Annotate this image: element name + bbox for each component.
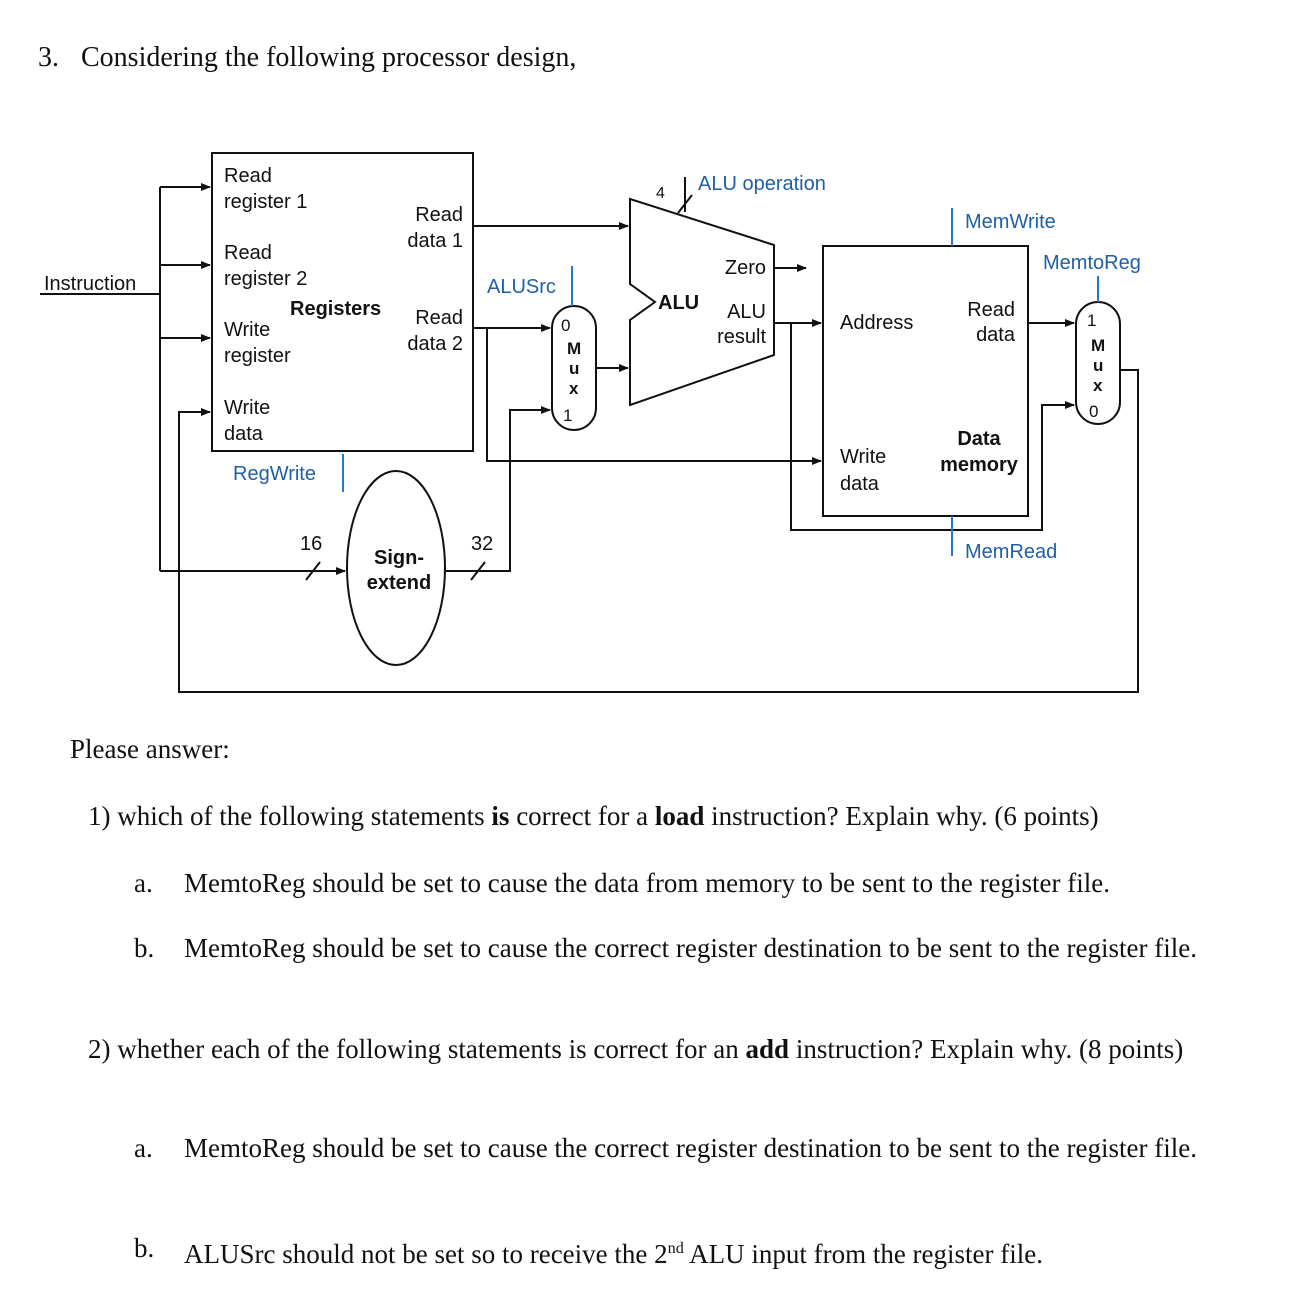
q2-option-b-superscript: nd (667, 1239, 684, 1257)
read-data-2-label: Read (415, 307, 463, 329)
q1-text-mid: correct for a (509, 801, 655, 831)
read-data-2-label-2: data 2 (407, 333, 463, 355)
bus-width-slash-32 (470, 561, 486, 581)
registers-title: Registers (290, 298, 381, 320)
q1-bold-load: load (654, 801, 705, 831)
mem-write-data-label-2: data (840, 473, 880, 495)
q1-option-b-letter: b. (134, 933, 155, 963)
mux1-u: u (569, 359, 579, 378)
mux2-x: x (1093, 376, 1103, 395)
mux1-input-1: 1 (563, 406, 572, 425)
q2-option-b-text-pre: ALUSrc should not be set so to receive t… (184, 1239, 668, 1269)
mux1-x: x (569, 379, 579, 398)
question-2: 2) whether each of the following stateme… (88, 1032, 1278, 1066)
write-register-label: Write (224, 319, 270, 341)
q2-option-b: b. ALUSrc should not be set so to receiv… (134, 1231, 1254, 1271)
q2-option-a-letter: a. (134, 1133, 153, 1163)
read-register-2-label: Read (224, 242, 272, 264)
q1-option-b-text: MemtoReg should be set to cause the corr… (184, 933, 1197, 963)
register-file-box (211, 152, 474, 452)
write-data-label-2: data (224, 423, 264, 445)
read-register-1-label-2: register 1 (224, 191, 307, 213)
mux1-input-0: 0 (561, 316, 570, 335)
regwrite-label: RegWrite (233, 463, 316, 485)
read-register-2-label-2: register 2 (224, 268, 307, 290)
q1-option-a-text: MemtoReg should be set to cause the data… (184, 868, 1111, 898)
q2-option-b-text: ALUSrc should not be set so to receive t… (184, 1231, 1254, 1271)
memtoreg-label: MemtoReg (1043, 252, 1141, 274)
read-data-1-label: Read (415, 204, 463, 226)
q2-option-b-letter: b. (134, 1233, 155, 1263)
read-register-1-label: Read (224, 165, 272, 187)
data-memory-title-2: memory (940, 454, 1019, 476)
q2-option-a: a. MemtoReg should be set to cause the c… (134, 1131, 1224, 1165)
alusrc-label: ALUSrc (487, 276, 556, 298)
write-register-label-2: register (224, 345, 291, 367)
mux2-input-1: 1 (1087, 311, 1096, 330)
memwrite-label: MemWrite (965, 211, 1056, 233)
q1-option-b: b. MemtoReg should be set to cause the c… (134, 931, 1224, 965)
question-number: 3. (38, 42, 59, 73)
wire-writeback (178, 369, 1139, 693)
wire-alu-result-bypass (790, 323, 1075, 531)
question-title: 3. Considering the following processor de… (38, 42, 576, 74)
processor-datapath-diagram: Instruction Read register 1 Read registe… (40, 152, 1141, 693)
data-memory-box (822, 245, 1029, 517)
q2-bold-add: add (745, 1034, 790, 1064)
alu-shape (629, 197, 775, 407)
q2-option-a-text: MemtoReg should be set to cause the corr… (184, 1133, 1197, 1163)
mux2-u: u (1093, 356, 1103, 375)
bus-width-32: 32 (471, 533, 493, 555)
alu-operation-bits: 4 (656, 185, 665, 202)
mux2-m: M (1091, 336, 1105, 355)
sign-extend-ellipse (346, 470, 446, 666)
zero-label: Zero (725, 257, 766, 279)
bus-width-slash-16 (305, 561, 321, 581)
data-memory-title: Data (957, 428, 1001, 450)
question-1: 1) which of the following statements is … (88, 799, 1099, 833)
q2-text-pre: 2) whether each of the following stateme… (88, 1034, 746, 1064)
q1-option-a: a. MemtoReg should be set to cause the d… (134, 866, 1254, 900)
mux2-input-0: 0 (1089, 402, 1098, 421)
q1-text-pre: 1) which of the following statements (88, 801, 492, 831)
wire-sign-extend-out (445, 406, 551, 572)
memread-label: MemRead (965, 541, 1057, 563)
q1-option-a-letter: a. (134, 868, 153, 898)
mux1-m: M (567, 339, 581, 358)
alu-operation-label: ALU operation (698, 173, 826, 195)
read-data-1-label-2: data 1 (407, 230, 463, 252)
alu-label: ALU (658, 292, 699, 314)
q2-text-post: instruction? Explain why. (8 points) (789, 1034, 1184, 1064)
q2-option-b-text-post: ALU input from the register file. (683, 1239, 1043, 1269)
instruction-label: Instruction (44, 273, 136, 295)
q1-bold-is: is (491, 801, 510, 831)
sign-extend-label-2: extend (367, 572, 431, 594)
answer-prompt: Please answer: (70, 734, 230, 764)
mem-read-data-label: Read (967, 299, 1015, 321)
wire-read-data-2-to-mem (486, 328, 822, 465)
mem-read-data-label-2: data (976, 324, 1016, 346)
alu-result-label: ALU (727, 301, 766, 323)
address-label: Address (840, 312, 913, 334)
q1-text-post: instruction? Explain why. (6 points) (704, 801, 1099, 831)
bus-width-16: 16 (300, 533, 322, 555)
mem-write-data-label: Write (840, 446, 886, 468)
question-intro: Considering the following processor desi… (81, 42, 577, 73)
sign-extend-label: Sign- (374, 547, 424, 569)
alu-result-label-2: result (717, 326, 766, 348)
write-data-label: Write (224, 397, 270, 419)
